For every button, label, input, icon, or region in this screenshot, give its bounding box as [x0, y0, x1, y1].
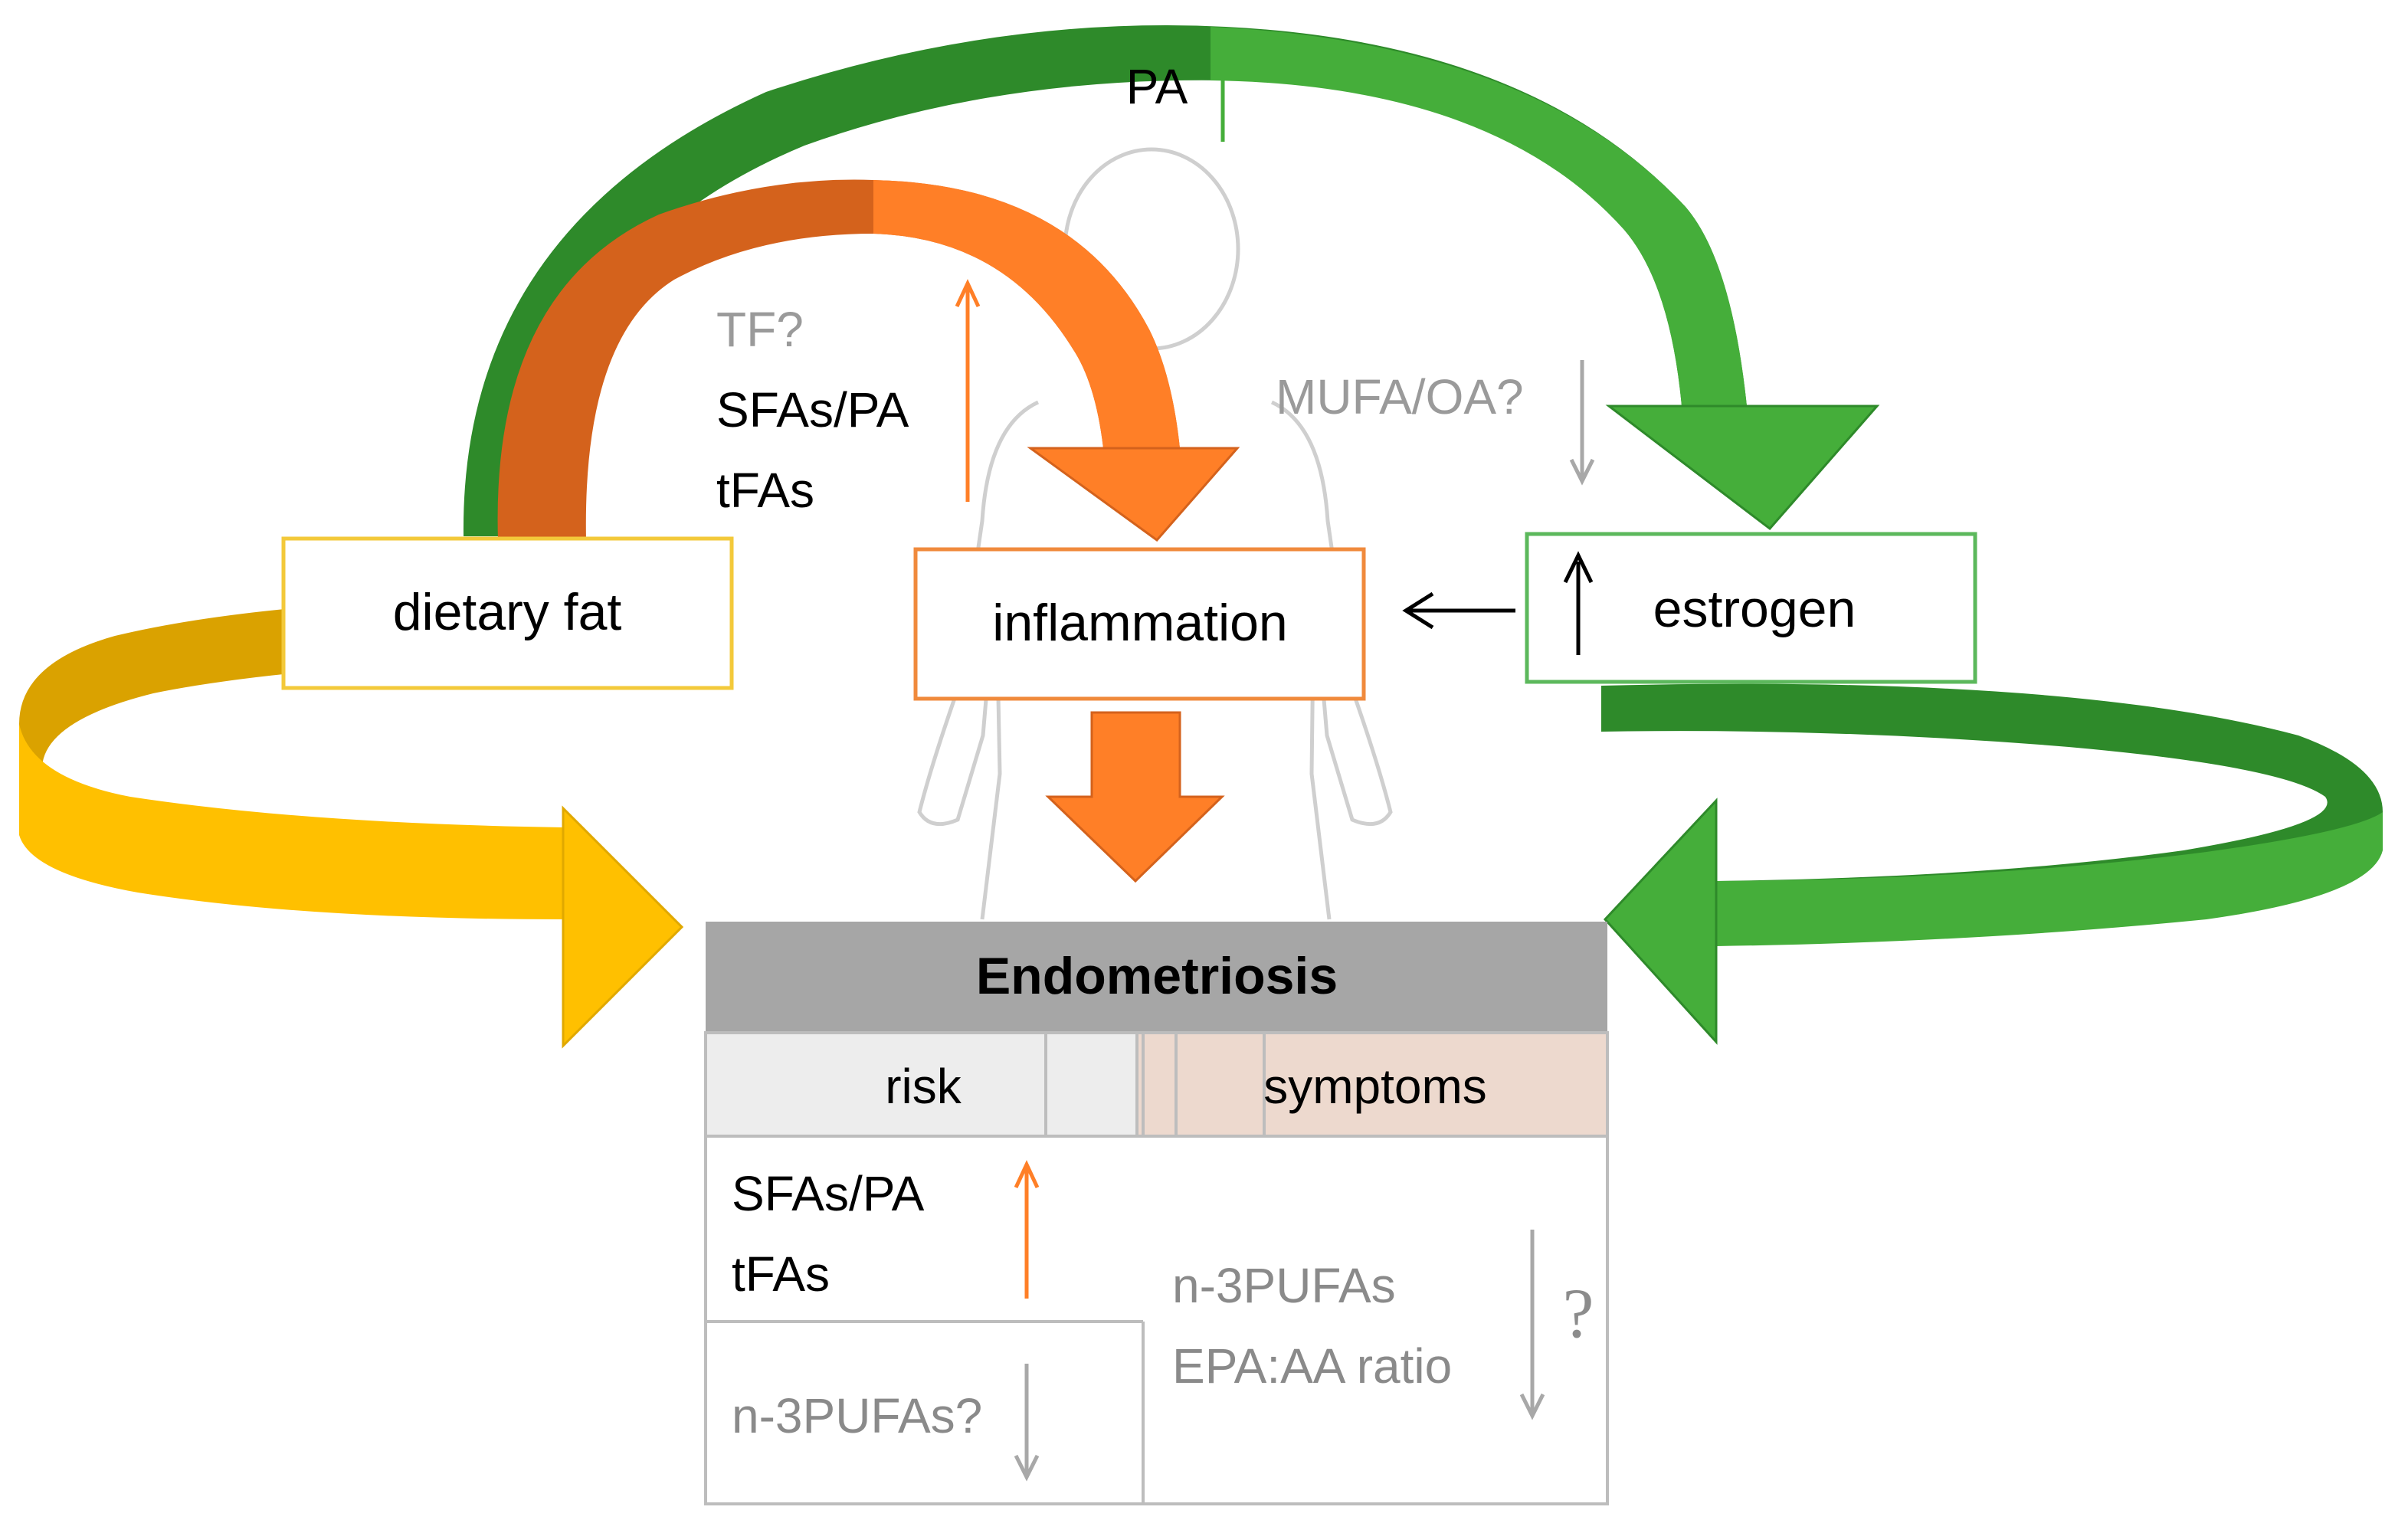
sfas-pa-risk-label: SFAs/PA: [732, 1166, 925, 1221]
mufa-oa-label: MUFA/OA?: [1276, 369, 1524, 424]
inflammation-label: inflammation: [992, 594, 1288, 652]
question-mark: ?: [1563, 1274, 1594, 1352]
estrogen-label: estrogen: [1653, 580, 1856, 638]
tfas-risk-label: tFAs: [732, 1246, 830, 1302]
arrow-left-icon: [1402, 591, 1515, 630]
yellow-curved-arrow: [19, 596, 690, 1049]
arrow-down-icon: [1569, 360, 1595, 486]
green-curved-arrow-right: [1601, 683, 2383, 1045]
arrow-up-icon: [1210, 40, 1236, 142]
epa-aa-label: EPA:AA ratio: [1172, 1338, 1452, 1394]
arrow-down-icon: [1014, 1364, 1040, 1482]
arrow-up-icon: [1014, 1160, 1040, 1299]
n3pufas-risk-label: n-3PUFAs?: [732, 1388, 982, 1443]
tfas-label: tFAs: [716, 463, 814, 518]
sfas-pa-label: SFAs/PA: [716, 382, 909, 437]
symptoms-label: symptoms: [1263, 1059, 1487, 1114]
arrow-up-icon: [955, 279, 981, 502]
endometriosis-title: Endometriosis: [976, 947, 1338, 1005]
orange-down-arrow: [1045, 711, 1225, 883]
pa-top-label: PA: [1126, 59, 1188, 114]
dietary-fat-label: dietary fat: [393, 583, 622, 641]
estrogen-node: estrogen: [1525, 532, 1977, 684]
green-arch-arrow: [463, 25, 1880, 537]
n3pufas-symptoms-label: n-3PUFAs: [1172, 1258, 1396, 1313]
risk-label: risk: [885, 1059, 962, 1114]
arrow-down-icon: [1519, 1230, 1545, 1420]
dietary-fat-node: dietary fat: [281, 536, 734, 690]
orange-arch-arrow: [497, 179, 1240, 542]
inflammation-node: inflammation: [913, 547, 1366, 701]
endometriosis-table: Endometriosis risk symptoms SFAs/PA tFAs…: [704, 922, 1609, 1505]
tf-label: TF?: [716, 302, 804, 357]
